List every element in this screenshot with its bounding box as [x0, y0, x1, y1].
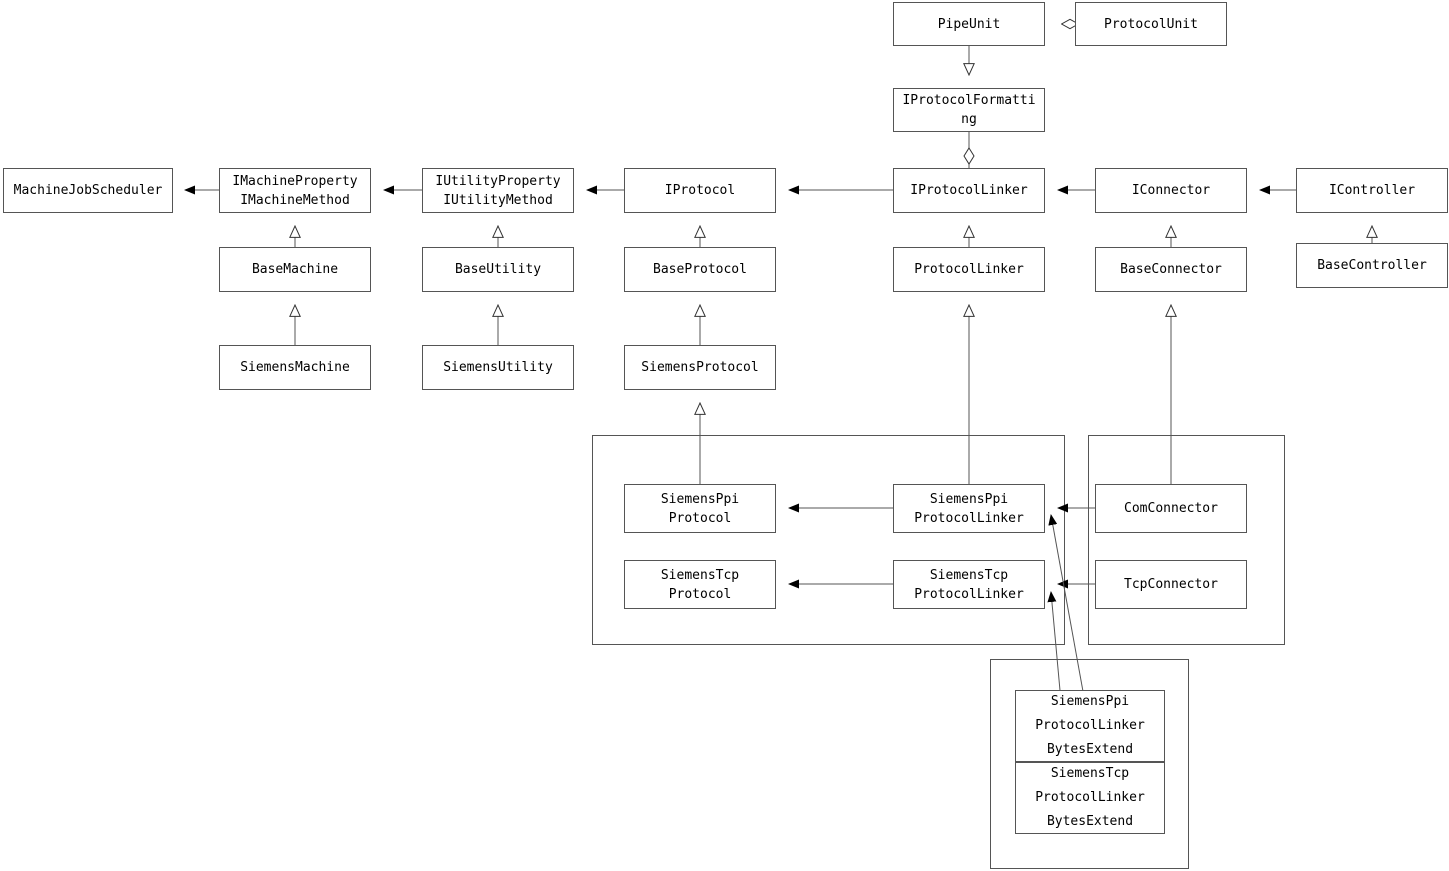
class-box-baseconnector[interactable]: BaseConnector [1095, 247, 1247, 292]
class-box-protocolunit[interactable]: ProtocolUnit [1075, 2, 1227, 46]
class-box-iprotocolformatting[interactable]: IProtocolFormatti ng [893, 88, 1045, 132]
class-box-machinejobscheduler[interactable]: MachineJobScheduler [3, 168, 173, 213]
class-box-protocollinker[interactable]: ProtocolLinker [893, 247, 1045, 292]
class-box-siemensmachine[interactable]: SiemensMachine [219, 345, 371, 390]
class-box-iconnector[interactable]: IConnector [1095, 168, 1247, 213]
class-box-siemensprotocol[interactable]: SiemensProtocol [624, 345, 776, 390]
class-box-basecontroller[interactable]: BaseController [1296, 243, 1448, 288]
class-box-siemensppiprotocollinkerbytesextend[interactable]: SiemensPpi ProtocolLinker BytesExtend [1015, 690, 1165, 762]
class-box-iprotocol[interactable]: IProtocol [624, 168, 776, 213]
class-box-iprotocollinker[interactable]: IProtocolLinker [893, 168, 1045, 213]
group-siemens-protocol [592, 435, 1065, 645]
class-box-siemenstcpprotocollinkerbytesextend[interactable]: SiemensTcp ProtocolLinker BytesExtend [1015, 762, 1165, 834]
class-box-iutilityproperty[interactable]: IUtilityProperty IUtilityMethod [422, 168, 574, 213]
class-box-comconnector[interactable]: ComConnector [1095, 484, 1247, 533]
class-box-siemenstcpprotocollinker[interactable]: SiemensTcp ProtocolLinker [893, 560, 1045, 609]
group-connector-implementations [1088, 435, 1285, 645]
class-box-tcpconnector[interactable]: TcpConnector [1095, 560, 1247, 609]
class-box-siemensppiprotocollinker[interactable]: SiemensPpi ProtocolLinker [893, 484, 1045, 533]
class-box-siemenstcpprotocol[interactable]: SiemensTcp Protocol [624, 560, 776, 609]
edge-iprotocolformatting-iprotocollinker [963, 132, 975, 168]
class-box-baseprotocol[interactable]: BaseProtocol [624, 247, 776, 292]
class-box-baseutility[interactable]: BaseUtility [422, 247, 574, 292]
class-box-imachineproperty[interactable]: IMachineProperty IMachineMethod [219, 168, 371, 213]
class-box-siemensutility[interactable]: SiemensUtility [422, 345, 574, 390]
class-box-basemachine[interactable]: BaseMachine [219, 247, 371, 292]
class-box-icontroller[interactable]: IController [1296, 168, 1448, 213]
class-box-siemensppiprotocol[interactable]: SiemensPpi Protocol [624, 484, 776, 533]
class-box-pipeunit[interactable]: PipeUnit [893, 2, 1045, 46]
